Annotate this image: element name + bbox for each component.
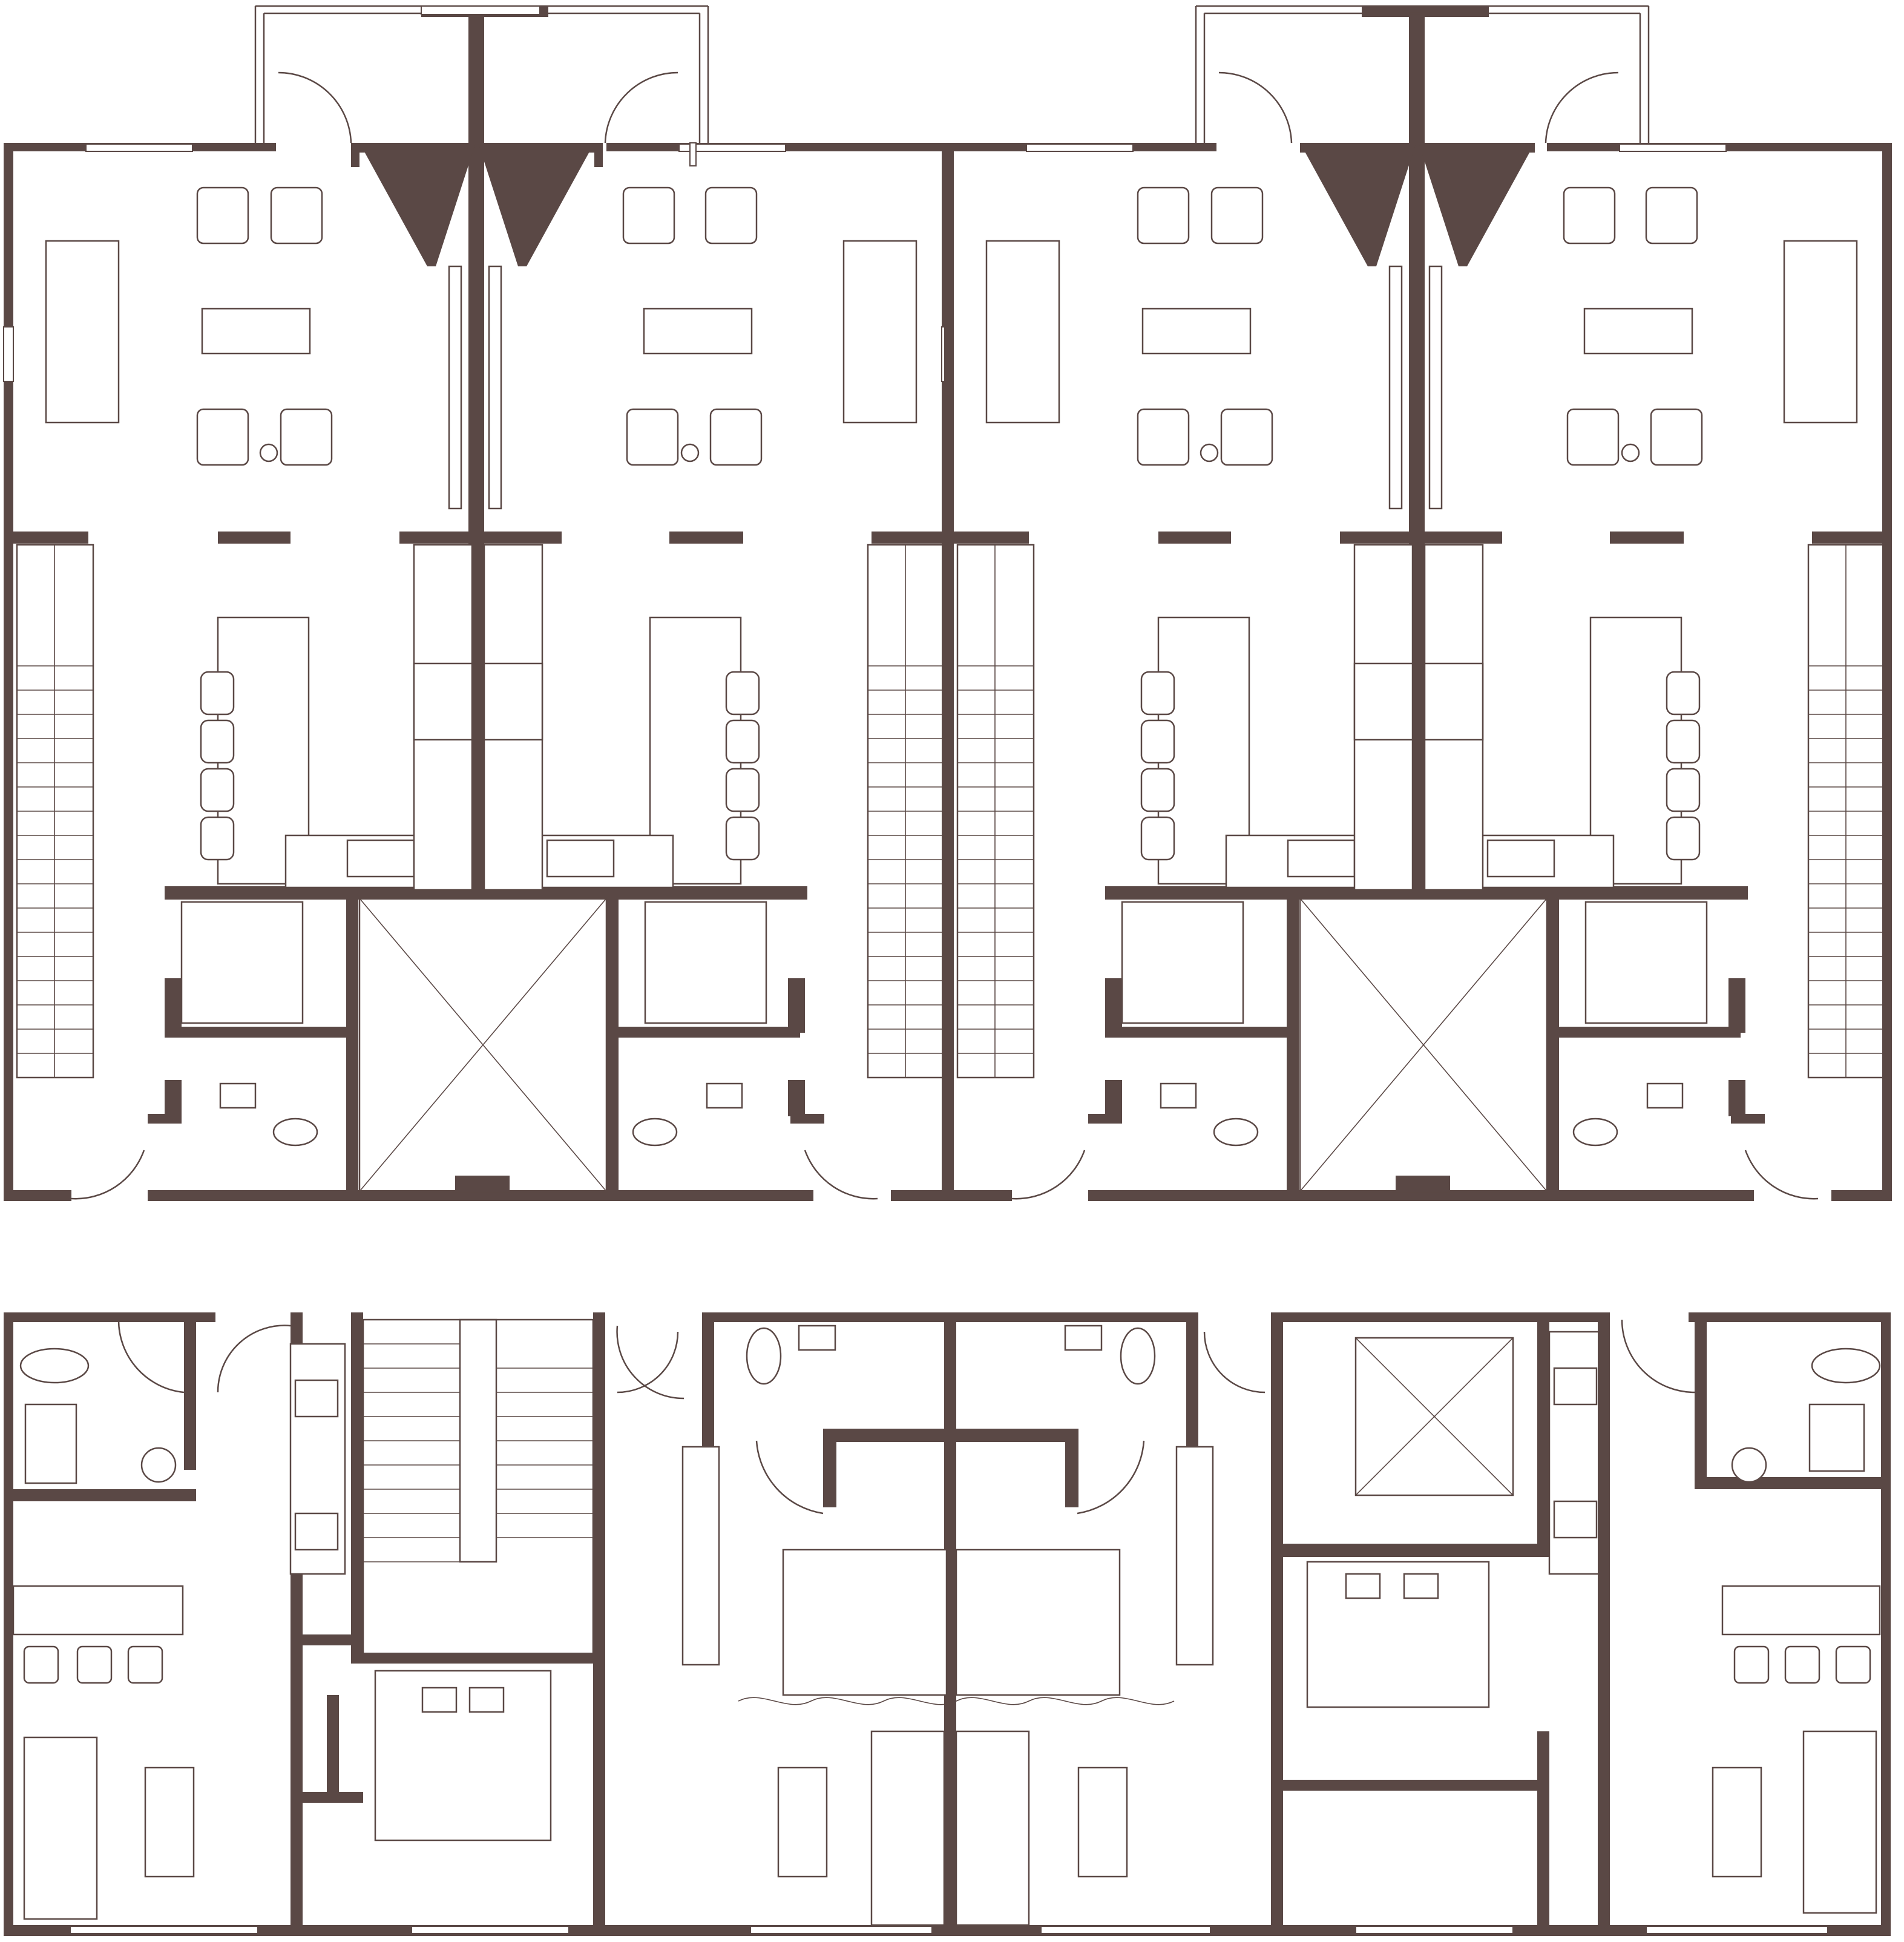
upper-left-stair-b	[867, 544, 945, 1079]
sofa	[955, 1730, 1030, 1926]
coffee-table	[1077, 1766, 1128, 1878]
stool	[200, 816, 235, 861]
upper-left-kitchen-a	[200, 544, 473, 891]
cooktop	[413, 662, 473, 741]
wardrobe	[180, 901, 304, 1024]
sofa	[1802, 1730, 1877, 1914]
upper-left-elevator-void	[358, 143, 608, 1193]
coffee-table	[144, 1766, 195, 1878]
sink	[1553, 1367, 1598, 1406]
upper-left-wc	[71, 901, 878, 1200]
bar-counter	[1721, 1585, 1881, 1636]
basin	[219, 1082, 257, 1109]
wardrobe	[644, 901, 767, 1024]
armchair	[280, 408, 333, 466]
upper-left-unit-b-living	[622, 186, 918, 466]
kitchen-counter	[681, 1446, 720, 1666]
coffee-table	[1712, 1766, 1762, 1878]
kitchen-counter	[1175, 1446, 1214, 1666]
sink	[346, 839, 415, 878]
sofa	[842, 240, 918, 424]
bed	[782, 1549, 948, 1696]
basin	[1731, 1447, 1767, 1483]
upper-level	[3, 5, 1892, 1201]
basin	[706, 1082, 743, 1109]
lower-elevator-core	[1271, 1312, 1610, 1936]
stool	[725, 671, 760, 716]
cooktop	[294, 1512, 339, 1551]
stool	[1835, 1645, 1871, 1684]
side-table	[680, 443, 700, 462]
toilet	[632, 1117, 678, 1147]
stool	[725, 719, 760, 764]
upper-left-unit-a-living	[45, 186, 333, 466]
bed	[955, 1549, 1121, 1696]
toilet	[272, 1117, 318, 1147]
stool	[23, 1645, 59, 1684]
side-table	[259, 443, 278, 462]
lower-unit-right	[1621, 1312, 1888, 1914]
stool	[725, 816, 760, 861]
armchair	[622, 186, 675, 245]
armchair	[704, 186, 758, 245]
armchair	[196, 186, 249, 245]
lower-center-units	[617, 1312, 1266, 1936]
sink	[294, 1379, 339, 1418]
stool	[1733, 1645, 1770, 1684]
coffee-table	[643, 308, 753, 355]
upper-right-block	[944, 5, 1892, 1201]
coffee-table	[777, 1766, 828, 1878]
shower	[24, 1403, 77, 1484]
cooktop	[483, 662, 543, 741]
stool	[725, 768, 760, 812]
sofa	[870, 1730, 945, 1926]
armchair	[626, 408, 679, 466]
balcony-door	[604, 71, 678, 143]
basin	[798, 1325, 836, 1351]
sink	[546, 839, 615, 878]
armchair	[709, 408, 763, 466]
sofa	[45, 240, 120, 424]
lower-unit-1	[4, 1312, 346, 1936]
toilet	[19, 1348, 90, 1384]
stool	[76, 1645, 113, 1684]
armchair	[196, 408, 249, 466]
sofa	[23, 1736, 98, 1920]
bar-counter	[12, 1585, 184, 1636]
basin	[140, 1447, 177, 1483]
balcony-door	[1545, 71, 1619, 143]
stool	[127, 1645, 163, 1684]
basin	[1064, 1325, 1103, 1351]
toilet	[1811, 1348, 1881, 1384]
armchair	[270, 186, 323, 245]
balcony-door	[1218, 71, 1293, 143]
stool	[200, 671, 235, 716]
coffee-table	[201, 308, 311, 355]
upper-left-stair-a	[16, 544, 94, 1079]
lower-stair-core	[291, 1312, 684, 1936]
bed	[1306, 1561, 1490, 1708]
stool	[200, 719, 235, 764]
lower-level	[4, 1312, 1891, 1936]
upper-left-kitchen-b	[483, 544, 760, 891]
toilet	[746, 1327, 782, 1385]
bed	[374, 1670, 552, 1842]
stool	[1784, 1645, 1820, 1684]
upper-left-block-walls	[4, 6, 951, 1201]
shower	[1808, 1403, 1865, 1472]
balcony-door	[278, 71, 352, 143]
stool	[200, 768, 235, 812]
cooktop	[1553, 1500, 1598, 1539]
toilet	[1120, 1327, 1156, 1385]
